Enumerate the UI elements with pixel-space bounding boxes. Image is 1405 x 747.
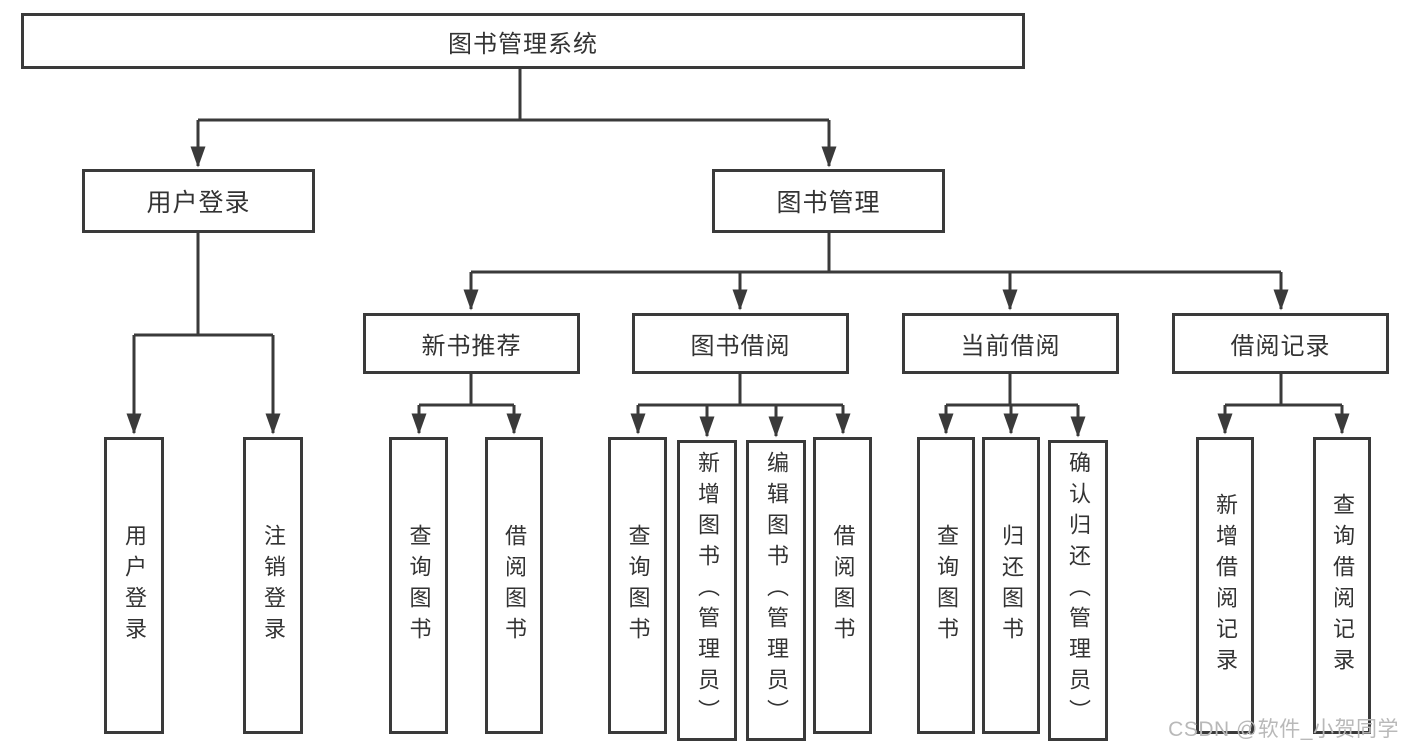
leaf-borrow-books: 借阅图书	[813, 437, 872, 734]
node-book-borrowing: 图书借阅	[632, 313, 849, 374]
leaf-borrow-books-recommend: 借阅图书	[485, 437, 543, 734]
node-label: 当前借阅	[960, 333, 1061, 360]
node-label: 查询图书	[406, 523, 432, 648]
node-label: 用户登录	[146, 189, 251, 217]
node-label: 借阅记录	[1230, 333, 1331, 360]
leaf-edit-books-admin: 编辑图书（管理员）	[746, 440, 806, 741]
node-new-book-recommendation: 新书推荐	[363, 313, 580, 374]
node-label: 借阅图书	[830, 523, 856, 648]
node-label: 查询图书	[934, 523, 959, 648]
leaf-query-borrow-record: 查询借阅记录	[1313, 437, 1371, 734]
node-label: 查询借阅记录	[1330, 492, 1355, 679]
leaf-query-books-recommend: 查询图书	[389, 437, 448, 734]
csdn-watermark: CSDN @软件_小贺同学	[1168, 718, 1399, 741]
node-user-login: 用户登录	[82, 169, 315, 233]
node-label: 注销登录	[261, 523, 286, 648]
node-label: 图书管理系统	[448, 30, 598, 58]
leaf-user-login: 用户登录	[104, 437, 164, 734]
leaf-add-books-admin: 新增图书（管理员）	[677, 440, 737, 741]
connector-arrows	[126, 120, 1350, 438]
node-label: 查询图书	[625, 523, 651, 648]
node-label: 新书推荐	[421, 333, 522, 360]
node-book-management: 图书管理	[712, 169, 945, 233]
leaf-query-books-current: 查询图书	[917, 437, 975, 734]
node-label: 编辑图书（管理员）	[764, 451, 789, 730]
leaf-query-books-borrow: 查询图书	[608, 437, 667, 734]
node-label: 新增图书（管理员）	[695, 451, 720, 730]
node-label: 确认归还（管理员）	[1066, 451, 1091, 730]
leaf-logout-login: 注销登录	[243, 437, 303, 734]
node-current-borrowing: 当前借阅	[902, 313, 1119, 374]
node-label: 新增借阅记录	[1213, 492, 1238, 679]
node-label: 借阅图书	[502, 523, 527, 648]
node-label: 归还图书	[999, 523, 1024, 648]
node-label: 用户登录	[122, 523, 147, 648]
node-library-management-system: 图书管理系统	[21, 13, 1025, 69]
node-borrowing-records: 借阅记录	[1172, 313, 1389, 374]
leaf-add-borrow-record: 新增借阅记录	[1196, 437, 1254, 734]
node-label: 图书借阅	[690, 333, 791, 360]
leaf-confirm-return-admin: 确认归还（管理员）	[1048, 440, 1108, 741]
node-label: 图书管理	[776, 189, 881, 217]
leaf-return-books: 归还图书	[982, 437, 1040, 734]
